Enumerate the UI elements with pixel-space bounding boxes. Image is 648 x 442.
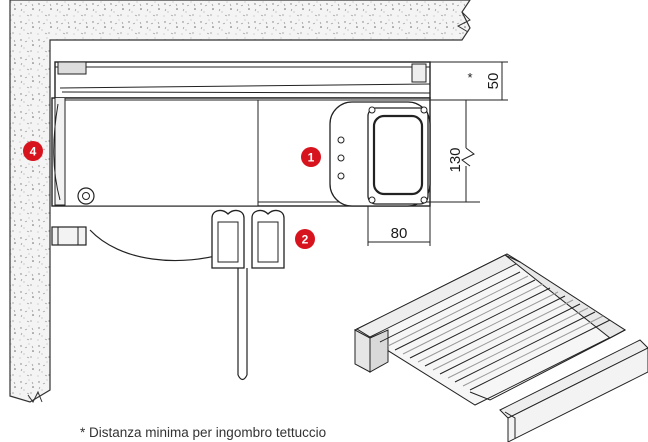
awning-arc <box>89 229 231 262</box>
headbox-inner <box>61 99 259 207</box>
wall-bracket <box>51 226 87 246</box>
rail-end-cap <box>411 63 427 83</box>
ceiling-slab <box>9 0 471 403</box>
roof-panel-isometric <box>353 253 648 442</box>
footnote: * Distanza minima per ingombro tettuccio <box>80 425 327 440</box>
dimension-lines <box>367 61 508 246</box>
svg-text:4: 4 <box>30 145 37 159</box>
dim-asterisk: * <box>467 70 472 85</box>
callout-4: 4 <box>23 141 43 161</box>
callout-2: 2 <box>295 229 315 249</box>
wall-break-line <box>27 390 43 403</box>
roller-axle <box>77 187 95 205</box>
svg-text:1: 1 <box>308 151 315 165</box>
hanging-profile-2 <box>251 209 285 269</box>
hanging-profile-1 <box>211 209 248 381</box>
side-profile <box>54 98 66 206</box>
callout-1: 1 <box>301 147 321 167</box>
dim-130: 130 <box>447 147 464 172</box>
dim-50: 50 <box>485 73 502 90</box>
rail-bracket <box>57 61 87 75</box>
ceiling-break-line <box>456 11 471 33</box>
svg-text:2: 2 <box>302 233 309 247</box>
dim-80: 80 <box>391 225 408 242</box>
